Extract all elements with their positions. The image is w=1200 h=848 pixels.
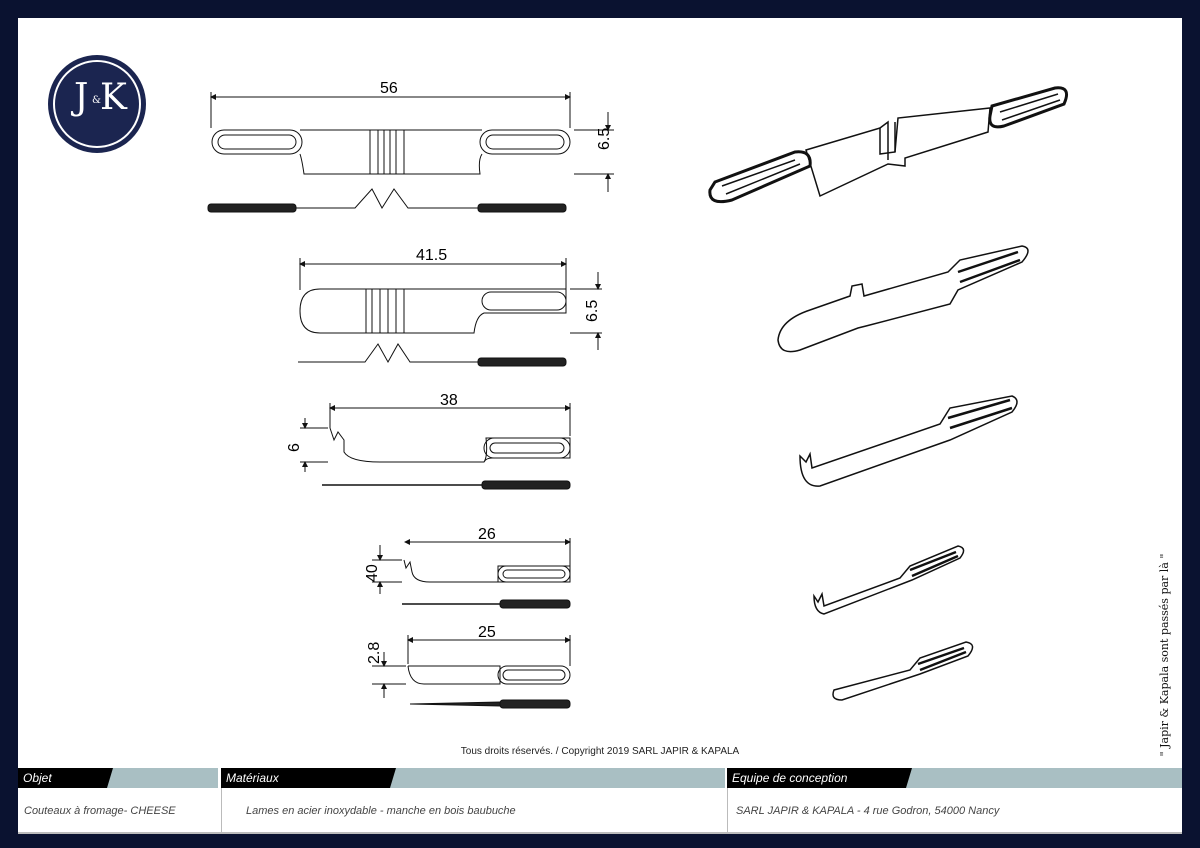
dim-knife5-length: 25	[478, 624, 496, 641]
knife-5-isometric-view	[832, 641, 974, 701]
knife-5-front-view	[372, 635, 571, 709]
dim-knife2-height: 6.5	[584, 299, 601, 322]
knife-1-front-view	[207, 92, 614, 213]
knife-4-isometric-view	[813, 545, 965, 615]
dim-knife3-height: 6	[286, 443, 303, 452]
dim-knife1-height: 6.5	[596, 127, 613, 150]
dim-knife1-length: 56	[380, 80, 398, 97]
dim-knife3-length: 38	[440, 392, 458, 409]
knife-2-isometric-view	[777, 245, 1029, 353]
signature-quote: " Japir & Kapala sont passés par là "	[1158, 545, 1172, 765]
dim-knife4-length: 26	[478, 526, 496, 543]
jk-logo: J&K	[48, 55, 146, 153]
equipe-value: SARL JAPIR & KAPALA - 4 rue Godron, 5400…	[727, 788, 1182, 834]
knife-3-isometric-view	[799, 395, 1018, 487]
knife-3-front-view	[300, 403, 571, 490]
materiaux-label: Matériaux	[221, 768, 396, 788]
drawing-sheet	[18, 18, 1182, 830]
materiaux-value: Lames en acier inoxydable - manche en bo…	[221, 788, 727, 834]
objet-label: Objet	[18, 768, 113, 788]
knife-4-front-view	[372, 538, 571, 609]
knife-1-isometric-view	[708, 86, 1068, 204]
dim-knife2-length: 41.5	[416, 247, 448, 264]
title-block: Objet Matériaux Equipe de conception Cou…	[18, 768, 1182, 834]
knife-2-front-view	[298, 258, 602, 367]
equipe-label: Equipe de conception	[727, 768, 912, 788]
objet-value: Couteaux à fromage- CHEESE	[18, 788, 221, 834]
dim-knife5-height: 2.8	[366, 641, 383, 664]
dim-knife4-height: 40	[364, 564, 381, 582]
copyright-notice: Tous droits réservés. / Copyright 2019 S…	[460, 746, 740, 757]
